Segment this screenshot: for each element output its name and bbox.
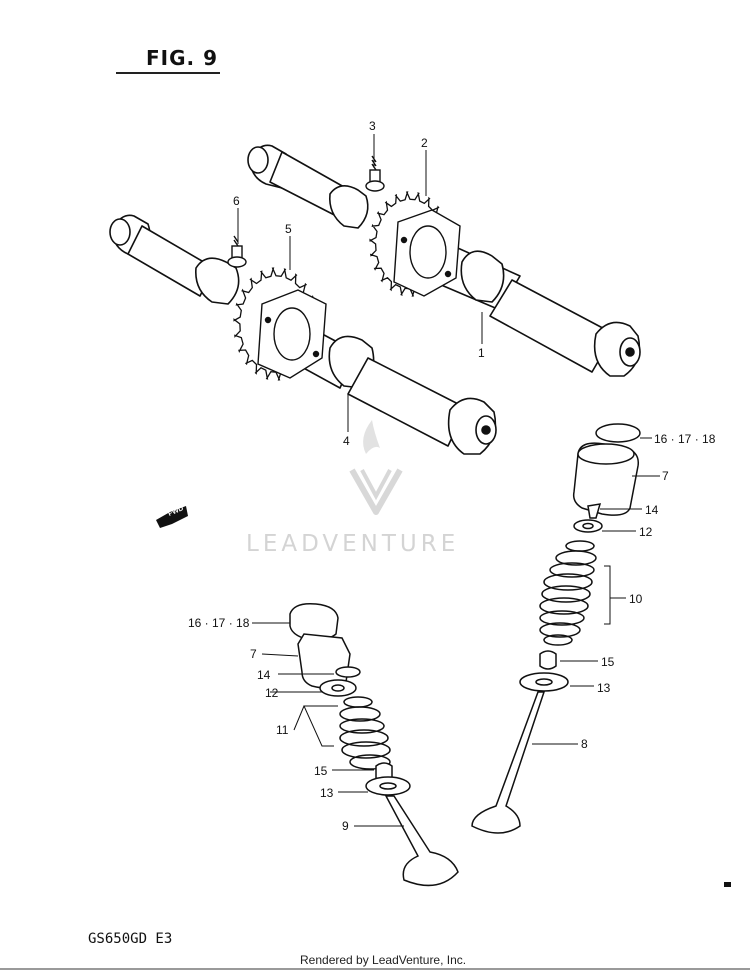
spring-left: [339, 696, 391, 770]
model-code: GS650GD E3: [88, 931, 173, 947]
camshaft-exhaust: [247, 144, 641, 377]
footer-credit: Rendered by LeadVenture, Inc.: [300, 953, 467, 967]
spring-right: [539, 540, 597, 646]
callout-1: 1: [478, 346, 485, 360]
footer-divider: [0, 968, 750, 970]
callout-left-13: 13: [320, 786, 334, 800]
callout-left-11: 11: [276, 723, 289, 737]
watermark-text: LEADVENTURE: [246, 531, 460, 557]
seal-right: [539, 650, 557, 670]
valve-assembly-right: [471, 423, 641, 834]
shim-left: [289, 602, 339, 642]
title-underline: [116, 72, 220, 74]
callout-left-12: 12: [265, 686, 279, 700]
callout-left-7: 7: [250, 647, 257, 661]
camshaft-intake: [109, 214, 497, 455]
leader-lines: [237, 134, 660, 827]
callout-left-16-17-18: 16 · 17 · 18: [188, 616, 250, 630]
valve-left: [384, 795, 459, 887]
callout-left-9: 9: [342, 819, 349, 833]
callout-right-10: 10: [629, 592, 643, 606]
callout-left-15: 15: [314, 764, 328, 778]
cam-sprocket-lower: [233, 267, 327, 381]
callout-4: 4: [343, 434, 350, 448]
cotter-right: [587, 503, 602, 519]
callout-right-14: 14: [645, 503, 659, 517]
valve-assembly-left: [289, 602, 459, 887]
forward-arrow: [156, 506, 188, 528]
callout-right-7: 7: [662, 469, 669, 483]
callout-right-8: 8: [581, 737, 588, 751]
shim-right: [595, 423, 641, 443]
callout-left-14: 14: [257, 668, 271, 682]
watermark-logo: [349, 420, 403, 515]
sprocket-bolt-upper: [365, 155, 385, 192]
figure-title: FIG. 9: [146, 46, 218, 70]
callout-6: 6: [233, 194, 240, 208]
cam-sprocket-upper: [369, 191, 461, 297]
sprocket-bolt-lower: [227, 235, 247, 268]
callout-2: 2: [421, 136, 428, 150]
callout-right-13: 13: [597, 681, 611, 695]
callout-right-12: 12: [639, 525, 653, 539]
cotter-left: [335, 666, 361, 678]
valve-right: [471, 691, 546, 834]
callout-3: 3: [369, 119, 376, 133]
callout-5: 5: [285, 222, 292, 236]
page-mark: [724, 882, 731, 887]
callout-right-16-17-18: 16 · 17 · 18: [654, 432, 716, 446]
callout-right-15: 15: [601, 655, 615, 669]
